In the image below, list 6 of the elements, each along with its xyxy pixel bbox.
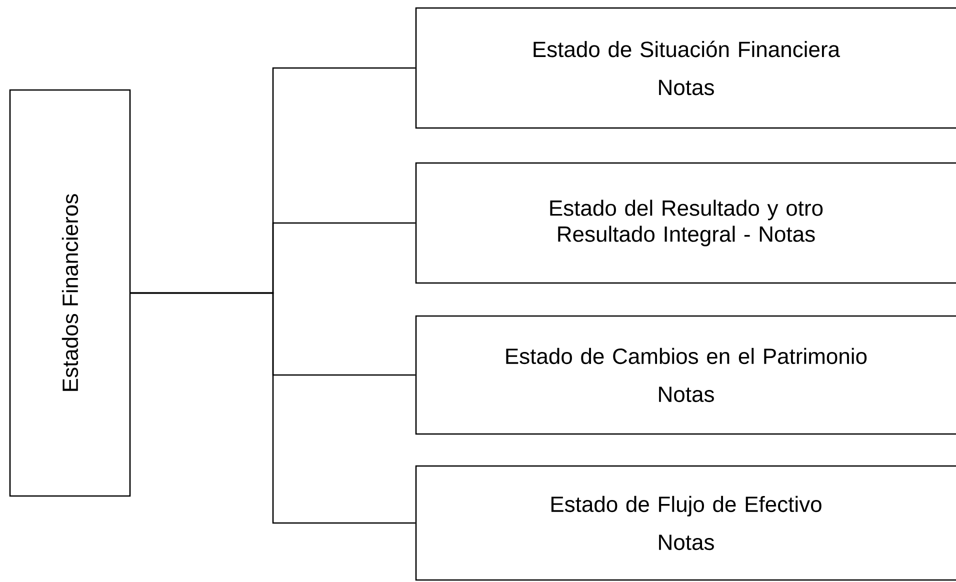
connector-line: [130, 292, 416, 524]
open-box: Estado de Cambios en el Patrimonio Notas: [415, 315, 956, 435]
vertical-title-box: Estados Financieros: [9, 89, 131, 497]
open-box: Estado de Situación Financiera Notas: [415, 7, 956, 129]
open-box: Estado de Flujo de Efectivo Notas: [415, 465, 956, 581]
open-box: Estado del Resultado y otro Resultado Integral - Notas: [415, 162, 956, 284]
